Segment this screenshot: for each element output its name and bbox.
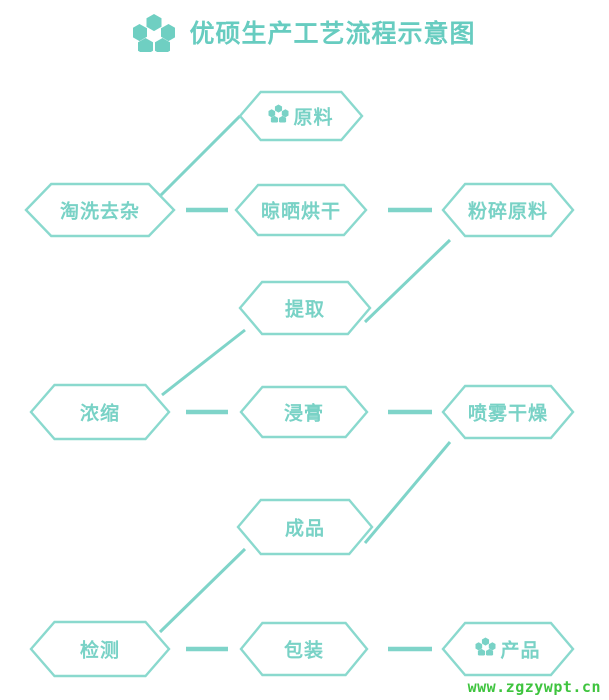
node-label-text: 淘洗去杂 bbox=[59, 201, 141, 223]
node-shape-晾晒烘干[interactable] bbox=[234, 183, 368, 237]
node-n6[interactable]: 浓缩 bbox=[80, 399, 120, 426]
flower-hexagon-icon bbox=[475, 637, 496, 662]
flower-hexagon-icon bbox=[132, 12, 177, 57]
node-label-text: 原料 bbox=[293, 107, 334, 129]
connector-n4-n5 bbox=[363, 238, 452, 324]
node-shape-浸膏[interactable] bbox=[239, 385, 369, 439]
page-header: 优硕生产工艺流程示意图 bbox=[0, 12, 609, 57]
node-shape-浓缩[interactable] bbox=[29, 383, 171, 441]
node-n12[interactable]: 产品 bbox=[475, 636, 540, 663]
node-label-text: 检测 bbox=[79, 640, 121, 662]
connector-n1-n2 bbox=[158, 114, 242, 198]
connector-n9-n10 bbox=[158, 547, 247, 634]
node-shape-包装[interactable] bbox=[239, 621, 369, 677]
node-shape-粉碎原料[interactable] bbox=[441, 182, 575, 238]
node-label-text: 成品 bbox=[284, 518, 326, 540]
watermark: www.zgzywpt.cn bbox=[467, 678, 601, 696]
node-n9[interactable]: 成品 bbox=[285, 514, 325, 541]
node-label-text: 产品 bbox=[500, 640, 541, 662]
node-shape-原料[interactable] bbox=[238, 90, 364, 142]
node-label-text: 包装 bbox=[283, 640, 325, 662]
node-n5[interactable]: 提取 bbox=[285, 295, 325, 322]
node-label-text: 喷雾干燥 bbox=[467, 403, 549, 425]
node-label-text: 提取 bbox=[284, 299, 326, 321]
node-shape-group bbox=[24, 90, 575, 678]
node-n3[interactable]: 晾晒烘干 bbox=[261, 197, 341, 224]
node-label-text: 浸膏 bbox=[283, 403, 325, 425]
node-n7[interactable]: 浸膏 bbox=[284, 399, 324, 426]
node-shape-淘洗去杂[interactable] bbox=[24, 182, 176, 238]
node-label-text: 浓缩 bbox=[79, 403, 121, 425]
node-shape-检测[interactable] bbox=[29, 620, 171, 678]
flower-hexagon-icon bbox=[268, 104, 289, 129]
node-n8[interactable]: 喷雾干燥 bbox=[468, 399, 548, 426]
node-label-text: 粉碎原料 bbox=[467, 201, 549, 223]
page-title: 优硕生产工艺流程示意图 bbox=[189, 20, 476, 48]
node-shape-成品[interactable] bbox=[236, 498, 374, 556]
connector-n8-n9 bbox=[363, 441, 452, 544]
node-shape-提取[interactable] bbox=[238, 280, 372, 336]
node-n10[interactable]: 检测 bbox=[80, 636, 120, 663]
node-n11[interactable]: 包装 bbox=[284, 636, 324, 663]
node-n1[interactable]: 原料 bbox=[268, 103, 333, 130]
connector-n5-n6 bbox=[161, 328, 246, 397]
node-shape-喷雾干燥[interactable] bbox=[441, 384, 575, 440]
node-n4[interactable]: 粉碎原料 bbox=[468, 197, 548, 224]
node-shape-产品[interactable] bbox=[441, 621, 575, 677]
node-n2[interactable]: 淘洗去杂 bbox=[60, 197, 140, 224]
node-label-text: 晾晒烘干 bbox=[260, 201, 342, 223]
